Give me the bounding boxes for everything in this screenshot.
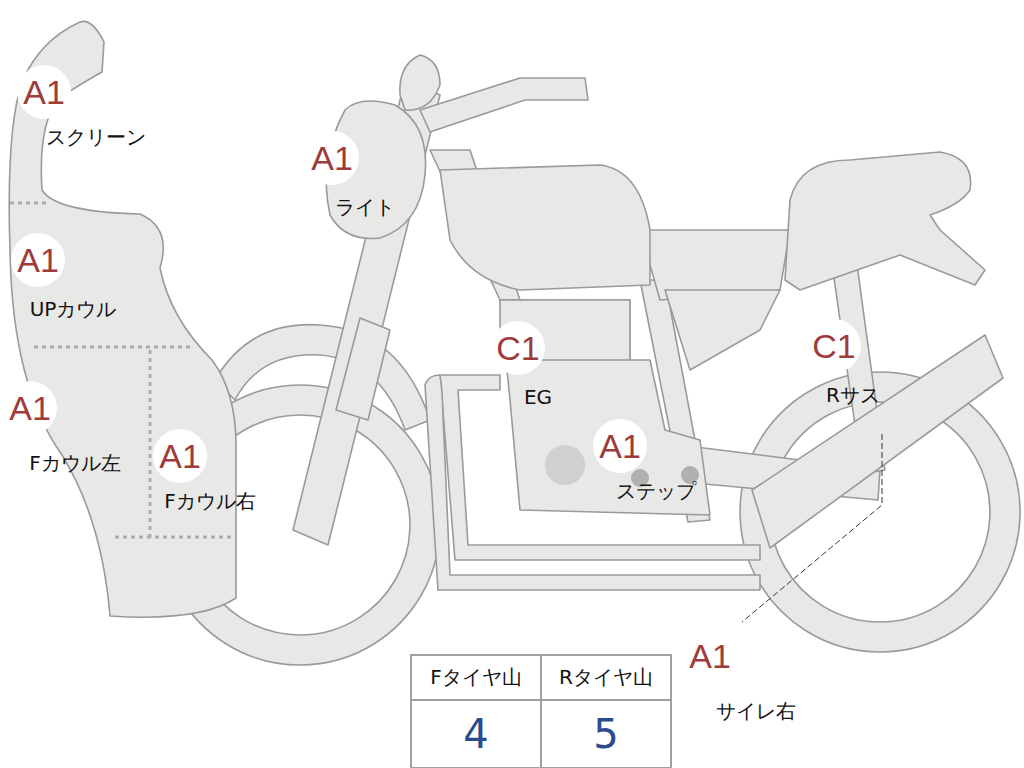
damage-callout: A1UPカウル [11, 233, 65, 287]
fuel-tank [440, 165, 650, 290]
leader-line [742, 434, 882, 622]
damage-code: A1 [305, 131, 359, 185]
part-name: Fカウル左 [29, 452, 121, 474]
table-value: 5 [541, 700, 671, 768]
damage-callout: A1サイレ右 [683, 629, 737, 683]
damage-callout: A1ステップ [593, 419, 647, 473]
damage-code: A1 [3, 381, 57, 435]
damage-callout: A1Fカウル右 [153, 429, 207, 483]
damage-callout: C1Rサス [807, 319, 861, 373]
damage-callout: C1EG [491, 321, 545, 375]
part-name: ステップ [616, 480, 696, 502]
damage-callout: A1Fカウル左 [3, 381, 57, 435]
front-fork [293, 80, 440, 545]
table-value: 4 [411, 700, 541, 768]
section-divider [10, 203, 236, 537]
tyre-table [411, 655, 671, 768]
table-header: Rタイヤ山 [541, 655, 671, 700]
damage-callout: A1ライト [305, 131, 359, 185]
mirror [400, 55, 440, 110]
part-name: サイレ右 [716, 700, 796, 722]
part-name: Fカウル右 [164, 490, 256, 512]
part-name: UPカウル [30, 298, 117, 320]
muffler [752, 335, 1003, 548]
damage-code: A1 [593, 419, 647, 473]
damage-code: A1 [683, 629, 737, 683]
part-name: Rサス [826, 384, 880, 406]
seat [785, 152, 985, 290]
engine-cover [545, 445, 585, 485]
damage-callout: A1スクリーン [17, 65, 71, 119]
part-name: EG [524, 386, 552, 408]
part-name: ライト [335, 196, 395, 218]
damage-code: A1 [11, 233, 65, 287]
front-cowl [9, 21, 236, 617]
damage-code: C1 [491, 321, 545, 375]
fork-bracket [336, 318, 390, 420]
part-name: スクリーン [46, 126, 146, 148]
damage-code: C1 [807, 319, 861, 373]
side-cover [665, 290, 780, 370]
damage-code: A1 [153, 429, 207, 483]
handlebar [420, 78, 588, 132]
table-header: Fタイヤ山 [411, 655, 541, 700]
damage-code: A1 [17, 65, 71, 119]
